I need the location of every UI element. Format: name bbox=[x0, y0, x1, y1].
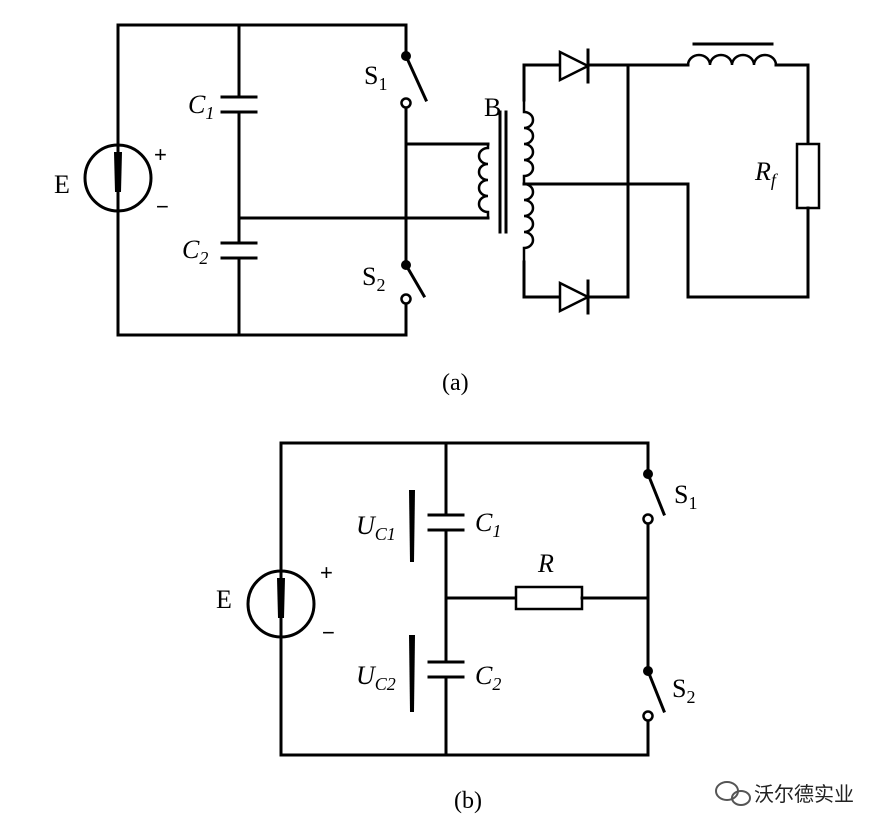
transformer-icon bbox=[477, 100, 535, 262]
s1-label-b: S1 bbox=[674, 480, 697, 513]
caption-b: (b) bbox=[454, 788, 482, 814]
transformer-label: B bbox=[484, 93, 501, 122]
watermark-text: 沃尔德实业 bbox=[754, 782, 854, 806]
resistor-label-b: R bbox=[537, 549, 554, 578]
capacitor-icon bbox=[220, 241, 258, 260]
source-label-a: E bbox=[54, 170, 70, 199]
capacitor-icon bbox=[427, 660, 465, 679]
s2-label-b: S2 bbox=[672, 674, 695, 707]
source-label-b: E bbox=[216, 585, 232, 614]
inductor-icon bbox=[686, 42, 778, 66]
switch-icon bbox=[642, 666, 666, 722]
voltage-source-icon bbox=[246, 569, 316, 639]
minus-sign-b: − bbox=[322, 620, 335, 645]
capacitor-icon bbox=[220, 95, 258, 114]
wechat-logo-icon bbox=[715, 781, 751, 806]
c2-label-b: C2 bbox=[475, 661, 501, 694]
c2-label-a: C2 bbox=[182, 235, 208, 268]
diagram-a: E + − C1 C2 S1 S2 B Rf (a) bbox=[54, 23, 821, 396]
uc2-label: UC2 bbox=[356, 661, 396, 694]
plus-sign-a: + bbox=[154, 142, 167, 167]
caption-a: (a) bbox=[442, 370, 469, 396]
c1-label-b: C1 bbox=[475, 508, 501, 541]
load-label: Rf bbox=[754, 157, 779, 190]
switch-icon bbox=[400, 260, 427, 305]
center-tap-wire bbox=[522, 182, 810, 299]
switch-icon bbox=[400, 51, 428, 109]
watermark: 沃尔德实业 bbox=[715, 781, 854, 806]
s2-label-a: S2 bbox=[362, 262, 385, 295]
switch-icon bbox=[642, 469, 666, 525]
uc1-label: UC1 bbox=[356, 511, 396, 544]
diode-icon bbox=[558, 279, 591, 315]
c1-label-a: C1 bbox=[188, 90, 214, 123]
diagram-b: E + − UC1 UC2 C1 C2 R S1 S2 (b) bbox=[216, 441, 697, 814]
minus-sign-a: − bbox=[156, 194, 169, 219]
resistor-icon bbox=[514, 585, 584, 611]
uc1-arrow-icon bbox=[409, 490, 415, 562]
capacitor-icon bbox=[427, 513, 465, 532]
uc2-arrow-icon bbox=[409, 635, 415, 712]
diode-icon bbox=[558, 48, 591, 84]
voltage-source-icon bbox=[83, 143, 153, 213]
resistor-icon bbox=[795, 142, 821, 210]
s1-label-a: S1 bbox=[364, 61, 387, 94]
plus-sign-b: + bbox=[320, 560, 333, 585]
